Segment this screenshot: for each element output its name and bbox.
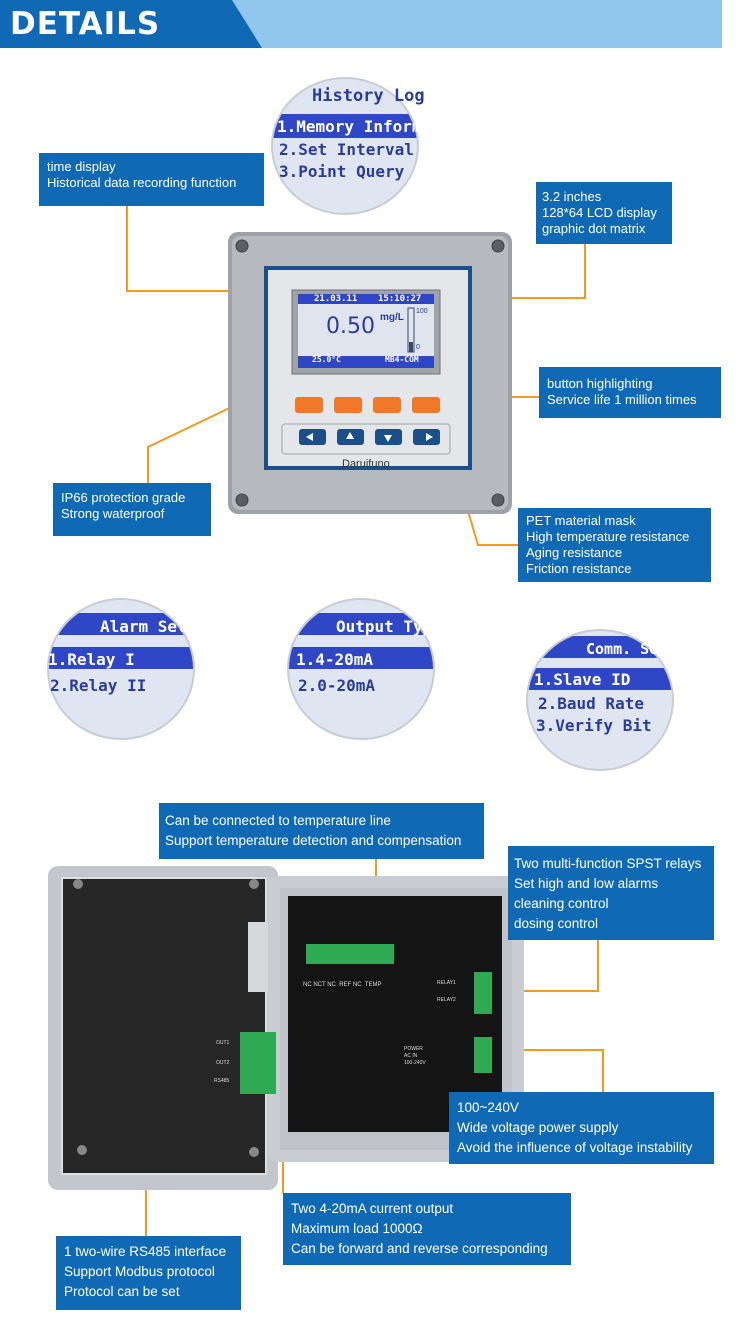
history-item-3: 3.Point Query [279,162,405,181]
callout-temperature: Can be connected to temperature line Sup… [159,803,484,859]
comm-item-2: 2.Baud Rate [538,694,644,713]
callout-pet: PET material mask High temperature resis… [518,508,711,582]
callout-button: button highlighting Service life 1 milli… [539,367,721,418]
callout-text: Two 4-20mA current output [291,1201,454,1216]
callout-current-output: Two 4-20mA current output Maximum load 1… [283,1193,571,1265]
callout-text: graphic dot matrix [542,221,646,236]
callout-ip66: IP66 protection grade Strong waterproof [53,483,211,536]
callout-text: Strong waterproof [61,506,165,521]
history-item-1: 1.Memory Inform [277,117,422,136]
callout-text: time display [47,159,116,174]
callout-text: 3.2 inches [542,189,602,204]
output-item-1: 1.4-20mA [296,650,374,669]
callout-time-display: time display Historical data recording f… [39,153,264,206]
device-temp: 25.0°C [312,355,341,364]
callout-text: IP66 protection grade [61,490,186,505]
power-label-2: AC IN [404,1053,418,1059]
lcd-zoom-history [271,77,419,215]
out2-label: OUT2 [216,1060,230,1066]
history-title: History Log [312,86,425,106]
callout-text: 1 two-wire RS485 interface [64,1244,227,1259]
callout-text: dosing control [514,916,599,931]
callout-text: High temperature resistance [526,529,690,544]
relay2-label: RELAY2 [437,997,456,1003]
power-label-1: POWER [404,1046,423,1052]
device-comm: MB4-COM [385,355,419,364]
analyzer-front-panel [228,232,512,514]
callout-text: PET material mask [526,513,636,528]
relay1-label: RELAY1 [437,980,456,986]
output-title: Output Typ [336,617,433,636]
callout-lcd: 3.2 inches 128*64 LCD display graphic do… [536,182,672,244]
output-item-2: 2.0-20mA [298,676,376,695]
history-item-2: 2.Set Interval [279,140,414,159]
comm-title: Comm. Set [586,640,668,658]
out1-label: OUT1 [216,1040,230,1046]
rs485-label: RS485 [214,1078,230,1084]
callout-rs485: 1 two-wire RS485 interface Support Modbu… [56,1236,241,1310]
callout-text: Maximum load 1000Ω [291,1221,423,1236]
alarm-item-2: 2.Relay II [50,676,147,695]
callout-power: 100~240V Wide voltage power supply Avoid… [449,1092,714,1164]
device-brand: Daruifuno [342,458,390,470]
callout-text: Support temperature detection and compen… [165,833,462,848]
callout-text: Service life 1 million times [547,392,697,407]
callout-text: Support Modbus protocol [64,1264,215,1279]
callout-text: button highlighting [547,376,653,391]
comm-item-1: 1.Slave ID [534,670,631,689]
callout-text: Two multi-function SPST relays [514,856,702,871]
callout-text: Friction resistance [526,561,632,576]
callout-relays: Two multi-function SPST relays Set high … [508,846,714,940]
device-unit: mg/L [380,312,404,323]
callout-text: cleaning control [514,896,609,911]
device-reading: 0.50 [326,314,375,339]
power-label-3: 100-240V [404,1060,426,1066]
callout-text: Can be connected to temperature line [165,813,391,828]
alarm-item-1: 1.Relay I [48,650,135,669]
comm-item-3: 3.Verify Bit [536,716,652,735]
callout-text: Historical data recording function [47,175,237,190]
page-title: DETAILS [10,6,161,42]
device-date: 21.03.11 [314,294,358,304]
lcd-zoom-output [287,598,435,740]
callout-text: Set high and low alarms [514,876,659,891]
lcd-zoom-comm [526,629,674,771]
callout-text: Wide voltage power supply [457,1120,619,1135]
callout-text: 128*64 LCD display [542,205,657,220]
terminal-labels: NC NCT NC REF NC TEMP [303,982,382,988]
header-banner [0,0,722,48]
device-time: 15:10:27 [378,294,422,304]
device-bar-max: 100 [416,308,428,315]
callout-text: Avoid the influence of voltage instabili… [457,1140,693,1155]
callout-text: Aging resistance [526,545,623,560]
device-bar-min: 0 [416,344,420,351]
callout-text: Protocol can be set [64,1284,180,1299]
callout-text: Can be forward and reverse corresponding [291,1241,548,1256]
alarm-title: Alarm Set [100,617,187,636]
lcd-zoom-alarm [47,598,195,740]
callout-text: 100~240V [457,1100,519,1115]
